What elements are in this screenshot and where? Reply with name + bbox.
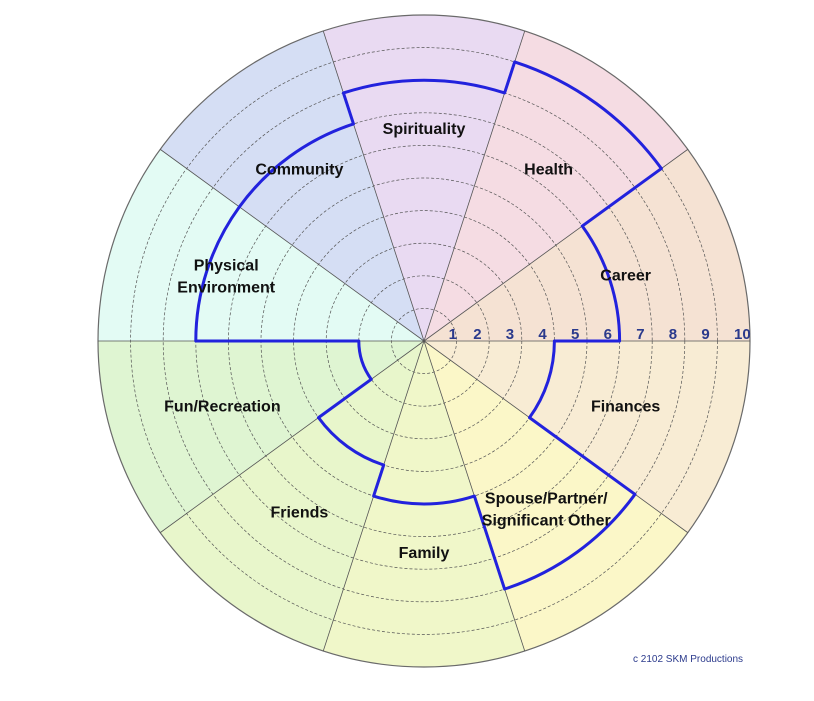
segment-label-career: Career [600,267,651,284]
sector-career [424,149,750,341]
scale-tick-1: 1 [449,326,457,343]
copyright-text: c 2102 SKM Productions [633,654,744,665]
score-outline [194,60,663,591]
scale-tick-5: 5 [571,326,579,343]
sector-friends [160,341,425,652]
sector-fun-recreation [98,341,424,533]
sector-finances [424,341,750,533]
score-outline-path [194,60,663,591]
spoke-line [160,340,425,533]
sector-physical-environment [98,149,424,341]
scale-tick-2: 2 [473,326,481,343]
segment-label-fun-recreation: Fun/Recreation [164,399,280,416]
scale-tick-10: 10 [734,326,751,343]
segment-label-spirituality: Spirituality [383,121,466,138]
spoke-line [160,149,425,342]
segment-label-finances: Finances [591,399,660,416]
sector-spouse-partner-significant-other [424,341,688,652]
scale-tick-3: 3 [506,326,514,343]
sector-community [160,30,425,342]
scale-tick-7: 7 [636,326,644,343]
scale-tick-8: 8 [669,326,677,343]
scale-tick-4: 4 [538,326,547,343]
scale-tick-6: 6 [604,326,612,343]
wheel-sectors [98,15,750,668]
sector-health [424,30,688,342]
spoke-line [322,30,425,342]
segment-label-family: Family [399,545,450,562]
segment-label-community: Community [255,161,343,178]
scale-tick-9: 9 [701,326,709,343]
segment-label-friends: Friends [270,505,328,522]
segment-label-spouse-partner-significant-other: Spouse/Partner/Significant Other [482,490,611,529]
segment-labels: CareerFinancesSpouse/Partner/Significant… [164,121,660,562]
segment-label-health: Health [524,161,573,178]
